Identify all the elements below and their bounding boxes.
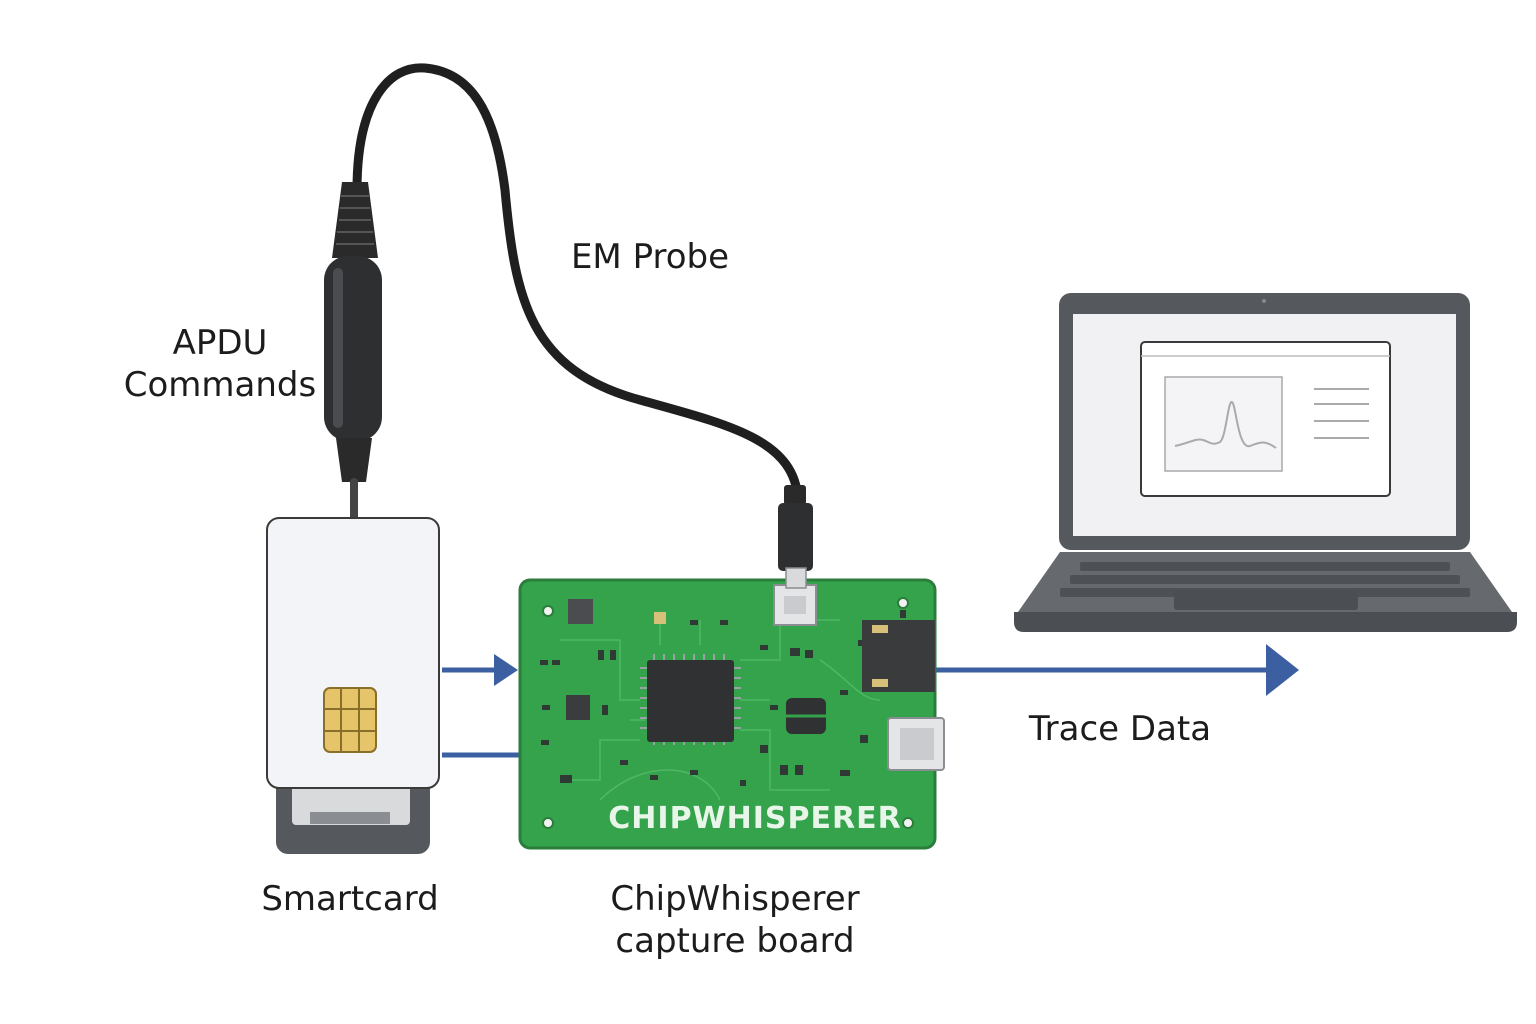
smartcard-label: Smartcard	[261, 879, 439, 919]
usb-port	[887, 717, 945, 771]
fpga-chip	[640, 654, 741, 745]
sma-connector	[773, 584, 817, 626]
probe-connector	[778, 485, 813, 589]
board-label-line2: capture board	[615, 921, 855, 961]
trace-data-label: Trace Data	[1028, 709, 1212, 749]
probe-cable	[352, 63, 803, 505]
analysis-window	[1140, 341, 1391, 497]
apdu-label-line1: APDU	[172, 323, 268, 363]
card-to-board-arrow	[442, 654, 518, 686]
laptop-icon	[1014, 293, 1517, 632]
em-probe-icon	[324, 182, 382, 556]
em-probe-label: EM Probe	[570, 237, 730, 277]
ethernet-port	[862, 620, 935, 692]
waveform-icon	[1174, 400, 1277, 449]
trace-data-arrow	[935, 644, 1299, 696]
smartcard-icon	[266, 517, 440, 789]
pcb-board-icon: CHIPWHISPERER	[518, 578, 945, 850]
apdu-commands-label: APDU Commands	[110, 322, 330, 406]
capture-board-label: ChipWhisperer capture board	[575, 878, 895, 962]
board-label-line1: ChipWhisperer	[610, 879, 860, 919]
board-silkscreen: CHIPWHISPERER	[608, 801, 901, 836]
sim-chip-icon	[323, 687, 377, 753]
apdu-label-line2: Commands	[123, 365, 317, 405]
